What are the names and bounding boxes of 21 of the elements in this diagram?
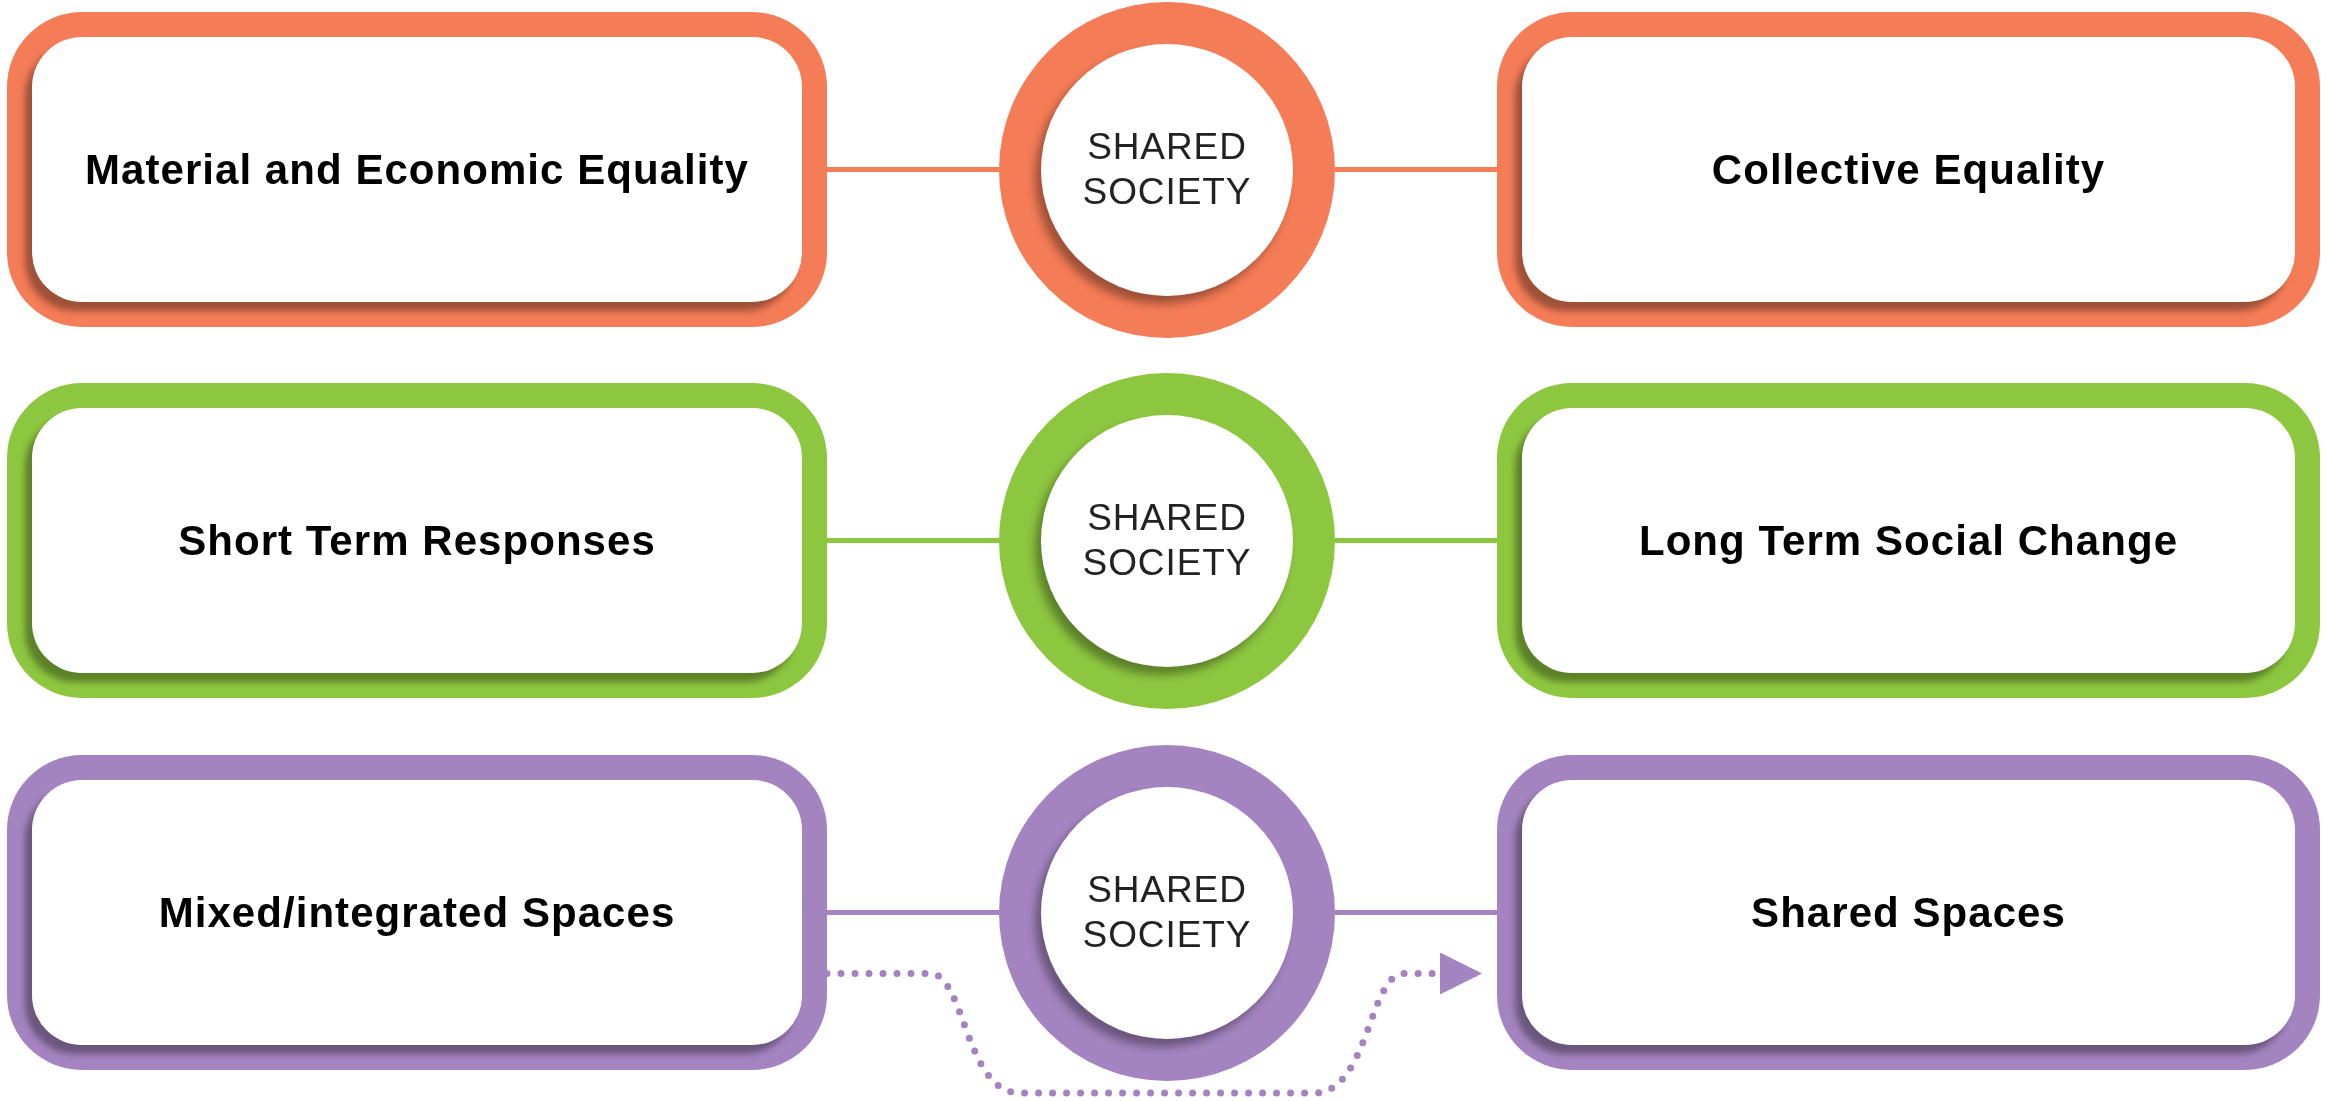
circle-label: SHARED SOCIETY xyxy=(1081,496,1253,585)
connector-line xyxy=(827,538,999,543)
rounded-frame xyxy=(7,12,827,327)
connector-line xyxy=(1335,910,1497,915)
connector-line xyxy=(827,910,999,915)
box-label: Mixed/integrated Spaces xyxy=(158,888,676,938)
rounded-frame xyxy=(7,755,827,1070)
circle-label: SHARED SOCIETY xyxy=(1081,868,1253,957)
rounded-frame xyxy=(1497,755,2320,1070)
box-label: Material and Economic Equality xyxy=(85,145,749,195)
connector-line xyxy=(1335,538,1497,543)
box-label: Shared Spaces xyxy=(1751,888,2066,938)
rounded-frame xyxy=(7,383,827,698)
box-label: Long Term Social Change xyxy=(1638,516,2179,566)
circle-label: SHARED SOCIETY xyxy=(1081,125,1253,214)
rounded-frame xyxy=(1497,12,2320,327)
connector-line xyxy=(827,167,999,172)
rounded-frame xyxy=(1497,383,2320,698)
box-label: Collective Equality xyxy=(1711,145,2106,195)
connector-line xyxy=(1335,167,1497,172)
box-label: Short Term Responses xyxy=(178,516,656,566)
